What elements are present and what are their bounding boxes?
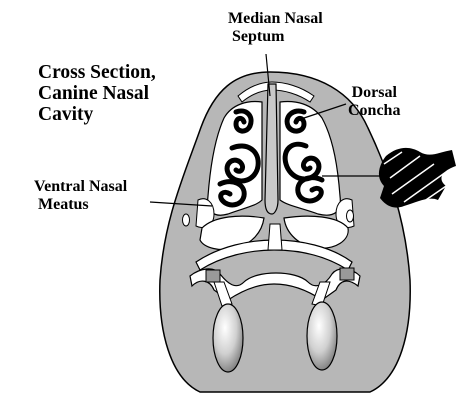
left-foramen	[182, 213, 190, 227]
median-septum	[264, 83, 279, 215]
dorsal-concha-leader-line	[297, 103, 347, 121]
redaction-scribble-icon	[378, 147, 456, 208]
ventral-meatus-leader-line	[149, 201, 213, 207]
left-canine-tooth	[212, 303, 244, 373]
dorsal-label-line-2: Concha	[348, 101, 401, 119]
ventral-nasal-meatus-label: Ventral Nasal Meatus	[34, 178, 127, 214]
left-ventral-meatus	[199, 215, 265, 251]
right-ventral-meatus	[283, 215, 349, 249]
dorsal-roof-band	[237, 81, 315, 103]
right-canine-tooth	[306, 301, 338, 371]
right-foramen	[346, 209, 354, 223]
septum-leader-line	[265, 53, 271, 97]
title-line-2: Canine Nasal	[38, 83, 150, 104]
diagram-title: Cross Section, Canine Nasal Cavity	[38, 62, 156, 125]
ventral-label-line-2: Meatus	[38, 195, 89, 213]
left-dorsal-concha-icon	[233, 108, 254, 134]
septum-label-line-2: Septum	[232, 27, 285, 45]
hard-palate	[195, 239, 353, 271]
title-line-1: Cross Section,	[38, 62, 156, 83]
dorsal-concha-label: Dorsal Concha	[348, 84, 400, 120]
dorsal-label-line-1: Dorsal	[351, 84, 397, 101]
right-ventral-concha-icon	[282, 141, 325, 204]
title-line-3: Cavity	[38, 104, 94, 125]
left-tooth-stem	[213, 281, 233, 307]
right-tooth-root	[339, 267, 355, 281]
median-nasal-septum-label: Median Nasal Septum	[228, 10, 323, 46]
left-ventral-concha-icon	[217, 143, 261, 208]
left-tooth-root	[205, 269, 221, 283]
palate-central-ridge	[267, 223, 283, 251]
septum-label-line-1: Median Nasal	[228, 10, 323, 27]
ventral-label-line-1: Ventral Nasal	[34, 178, 128, 195]
